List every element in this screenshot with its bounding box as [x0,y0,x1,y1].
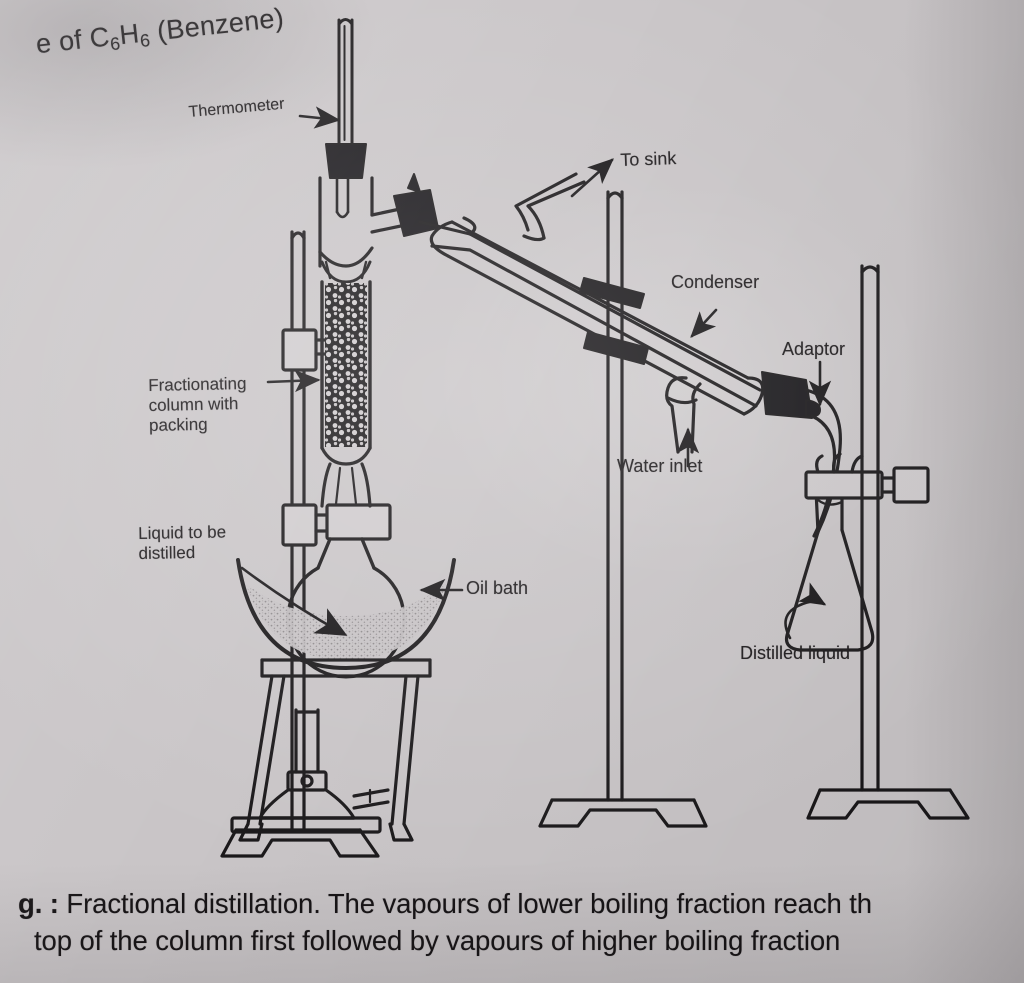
formula-suffix: (Benzene) [147,2,286,47]
adaptor-stopper [761,371,821,419]
caption-figure-label: g. : [18,888,59,919]
label-leader-lines [240,106,832,640]
label-oil-bath: Oil bath [466,578,529,598]
label-to-sink: To sink [620,148,677,170]
label-water-inlet: Water inlet [617,456,703,476]
leader-thermometer [298,106,341,129]
tripod-stand [238,658,432,842]
rubber-stopper-thermometer [325,143,367,179]
oil-bath-bowl [236,558,456,670]
water-inlet-tube [665,376,702,454]
formula-prefix: e of C [34,21,112,60]
caption-line-1: Fractional distillation. The vapours of … [66,888,872,919]
label-adaptor: Adaptor [782,339,846,359]
label-distilled-liquid: Distilled liquid [740,643,851,663]
leader-to-sink [570,158,614,198]
leader-distilled-liquid [784,582,827,640]
clamp-receiver [804,452,930,504]
water-outlet-tube [514,172,586,242]
clamp-lower-left [281,503,392,547]
label-fractionating-column: Fractionating column with packing [148,373,247,436]
fractionating-column [320,280,372,450]
liebig-condenser [418,216,765,416]
ground-glass-joint-bottom [320,446,372,508]
leader-condenser [690,308,718,338]
column-packing [325,283,367,447]
thermometer [337,18,354,146]
leader-fractionating-column [266,369,321,393]
ground-glass-joint-top [320,260,372,284]
figure-caption: g. : Fractional distillation. The vapour… [18,886,1024,959]
formula-mid: H [117,18,141,51]
conical-receiving-flask [784,488,875,652]
label-condenser: Condenser [671,272,760,292]
caption-line-2: top of the column first followed by vapo… [34,924,841,956]
thermometer-bulb-stem [335,176,350,219]
oil-bath-liquid [246,584,446,660]
retort-stand-right [806,264,970,820]
leader-liquid-to-be-distilled [240,566,348,636]
clamp-condenser-upper [579,277,645,309]
bunsen-burner [230,708,390,834]
label-liquid-to-be-distilled: Liquid to be distilled [138,522,227,564]
clamp-condenser-lower [583,331,649,365]
